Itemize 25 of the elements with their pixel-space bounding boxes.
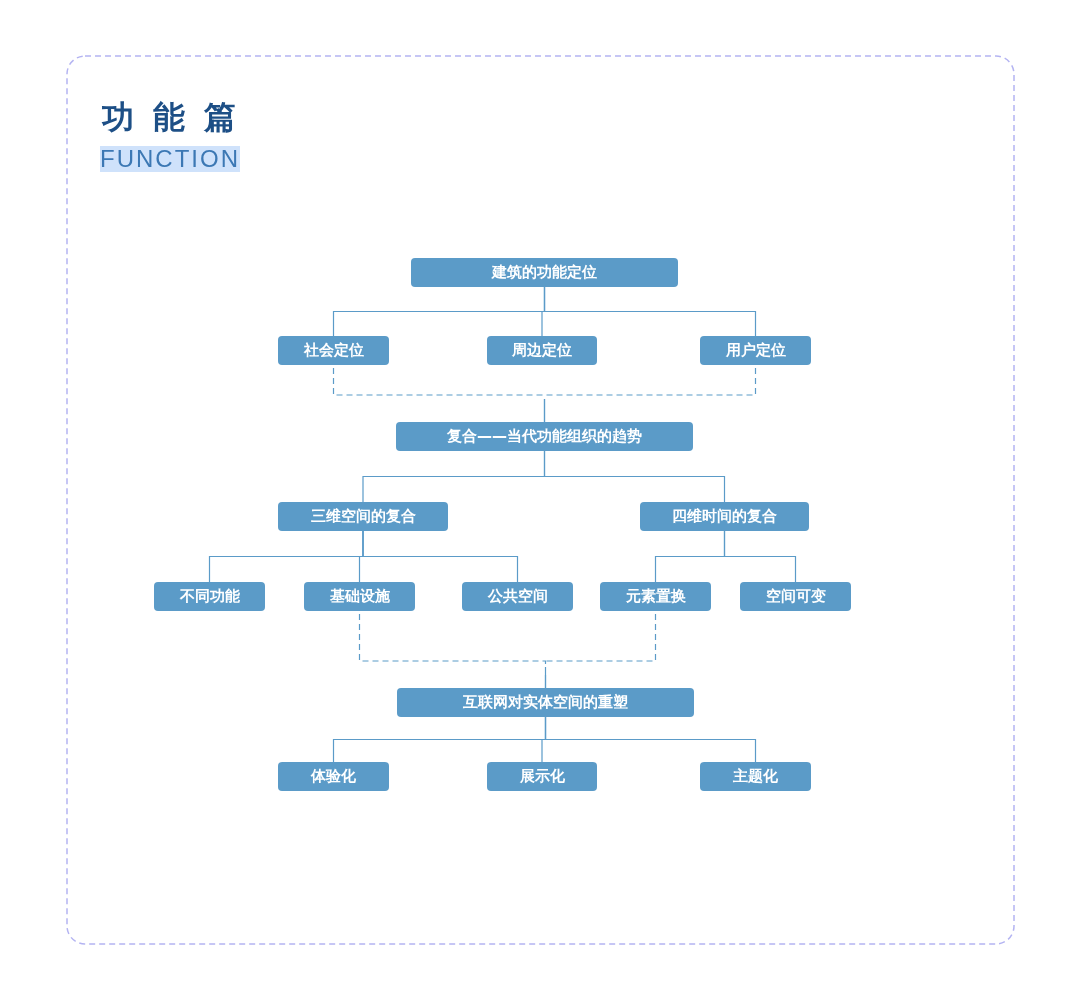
connector [362, 530, 519, 583]
label-box: 周边定位 [487, 336, 597, 365]
label-box: 主题化 [700, 762, 811, 791]
label-box: 建筑的功能定位 [411, 258, 678, 287]
dashed-connector [544, 613, 657, 689]
label-box: 基础设施 [304, 582, 415, 611]
label-box: 复合——当代功能组织的趋势 [396, 422, 693, 451]
dashed-connector [543, 367, 757, 423]
title: 功 能 篇 [102, 97, 241, 138]
connector [543, 286, 757, 337]
label-box: 不同功能 [154, 582, 265, 611]
label-box: 三维空间的复合 [278, 502, 448, 531]
label-box: 四维时间的复合 [640, 502, 809, 531]
connector [544, 716, 757, 763]
label-box: 互联网对实体空间的重塑 [397, 688, 694, 717]
label-box: 用户定位 [700, 336, 811, 365]
label-box: 元素置换 [600, 582, 711, 611]
label-box: 体验化 [278, 762, 389, 791]
label-box: 空间可变 [740, 582, 851, 611]
subtitle: FUNCTION [100, 146, 240, 172]
label-box: 展示化 [487, 762, 597, 791]
connector [543, 450, 726, 503]
label-box: 公共空间 [462, 582, 573, 611]
connector [723, 530, 797, 583]
label-box: 社会定位 [278, 336, 389, 365]
